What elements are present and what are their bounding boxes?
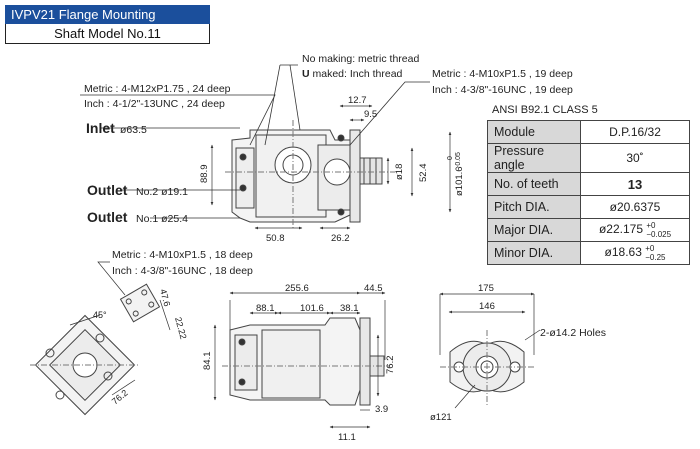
side-view-bottom <box>222 317 390 406</box>
row-label: Pressure angle <box>487 143 581 173</box>
flange-end-view <box>440 330 535 405</box>
title-block: IVPV21 Flange Mounting Shaft Model No.11 <box>5 5 210 44</box>
inlet-size: ø63.5 <box>120 124 147 136</box>
dim-175: 175 <box>478 283 494 294</box>
top-view-leaders <box>80 64 430 219</box>
top-right-metric-note: Metric : 4-M10xP1.5 , 19 deep <box>432 68 573 80</box>
table-row: Pitch DIA. ø20.6375 <box>487 195 690 219</box>
dim-12-7: 12.7 <box>348 95 367 106</box>
major-dia-value: ø22.175 <box>598 222 643 237</box>
holes-note: 2-ø14.2 Holes <box>540 327 606 339</box>
rear-view-left-dims <box>69 261 171 396</box>
row-value: ø20.6375 <box>580 195 690 219</box>
tol-hi: +0 <box>645 244 655 253</box>
spline-spec-table: Module D.P.16/32 Pressure angle 30˚ No. … <box>487 120 690 265</box>
row-value: 30˚ <box>580 143 690 173</box>
tol-hi: +0 <box>646 221 656 230</box>
shaft-model-title: Shaft Model No.11 <box>5 24 210 44</box>
flange-view-dims <box>439 292 541 409</box>
minor-dia-tolerance: +0 −0.25 <box>645 244 665 262</box>
dim-84-1: 84.1 <box>202 352 213 371</box>
dim-26-2: 26.2 <box>331 233 350 244</box>
table-row: Module D.P.16/32 <box>487 120 690 144</box>
dim-45deg: 45° <box>93 310 107 320</box>
top-view-dimensions <box>210 104 452 230</box>
outlet1-label: Outlet <box>87 209 128 225</box>
side-view-dims <box>213 291 386 429</box>
top-left-inch-note: Inch : 4-1/2"-13UNC , 24 deep <box>84 98 225 110</box>
table-row: Minor DIA. ø18.63 +0 −0.25 <box>487 241 690 265</box>
table-row: Pressure angle 30˚ <box>487 143 690 173</box>
dim-76-2-a: 76.2 <box>110 388 130 407</box>
thread-note-1: No making: metric thread <box>302 53 419 65</box>
rear-view-left <box>30 283 161 416</box>
row-value: ø22.175 +0 −0.025 <box>580 218 690 242</box>
thread-note-2-text: maked: Inch thread <box>310 68 403 80</box>
row-value: 13 <box>580 172 690 196</box>
dim-50-8: 50.8 <box>266 233 285 244</box>
dim-3-9: 3.9 <box>375 404 388 415</box>
dim-ø101-6-tol-lo: -0.05 <box>455 152 462 168</box>
bottom-left-inch-note: Inch : 4-3/8"-16UNC , 18 deep <box>112 265 253 277</box>
row-value: D.P.16/32 <box>580 120 690 144</box>
major-dia-tolerance: +0 −0.025 <box>646 221 671 239</box>
dim-47-6: 47.6 <box>158 288 172 308</box>
dim-52-4: 52.4 <box>418 164 429 183</box>
row-label: Major DIA. <box>487 218 581 242</box>
dim-38-1: 38.1 <box>340 303 359 314</box>
minor-dia-value: ø18.63 <box>604 245 642 260</box>
thread-note-2-prefix: U <box>302 68 310 80</box>
dim-ø101-6: ø101.6 <box>454 166 465 196</box>
bottom-left-metric-note: Metric : 4-M10xP1.5 , 18 deep <box>112 249 253 261</box>
dim-ø101-6-tol-hi: 0 <box>447 156 454 160</box>
dim-44-5: 44.5 <box>364 283 383 294</box>
outlet2-label: Outlet <box>87 182 128 198</box>
row-label: Minor DIA. <box>487 241 581 265</box>
table-row: Major DIA. ø22.175 +0 −0.025 <box>487 218 690 242</box>
dim-255-6: 255.6 <box>285 283 309 294</box>
spline-standard: ANSI B92.1 CLASS 5 <box>492 104 598 116</box>
row-label: Pitch DIA. <box>487 195 581 219</box>
dim-101-6-b: 101.6 <box>300 303 324 314</box>
thread-note-2: U maked: Inch thread <box>302 68 403 80</box>
front-view-top <box>225 120 395 230</box>
tol-lo: −0.025 <box>646 230 672 239</box>
top-left-metric-note: Metric : 4-M12xP1.75 , 24 deep <box>84 83 231 95</box>
table-row: No. of teeth 13 <box>487 172 690 196</box>
dim-11-1: 11.1 <box>338 432 356 443</box>
tol-lo: −0.25 <box>645 253 666 262</box>
dim-ø18: ø18 <box>394 164 405 180</box>
dim-ø121: ø121 <box>430 412 452 423</box>
dim-9-5: 9.5 <box>364 109 377 120</box>
model-title: IVPV21 Flange Mounting <box>5 5 210 24</box>
row-label: Module <box>487 120 581 144</box>
outlet1-size: No.1 ø25.4 <box>136 213 188 225</box>
dim-88-1: 88.1 <box>256 303 275 314</box>
dim-76-2-b: 76.2 <box>385 356 396 375</box>
dim-22-22: 22.22 <box>173 316 188 340</box>
dim-146: 146 <box>479 301 495 312</box>
inlet-label: Inlet <box>86 120 115 136</box>
row-value: ø18.63 +0 −0.25 <box>580 241 690 265</box>
dim-88-9: 88.9 <box>199 165 210 184</box>
outlet2-size: No.2 ø19.1 <box>136 186 188 198</box>
row-label: No. of teeth <box>487 172 581 196</box>
top-right-inch-note: Inch : 4-3/8"-16UNC , 19 deep <box>432 84 573 96</box>
